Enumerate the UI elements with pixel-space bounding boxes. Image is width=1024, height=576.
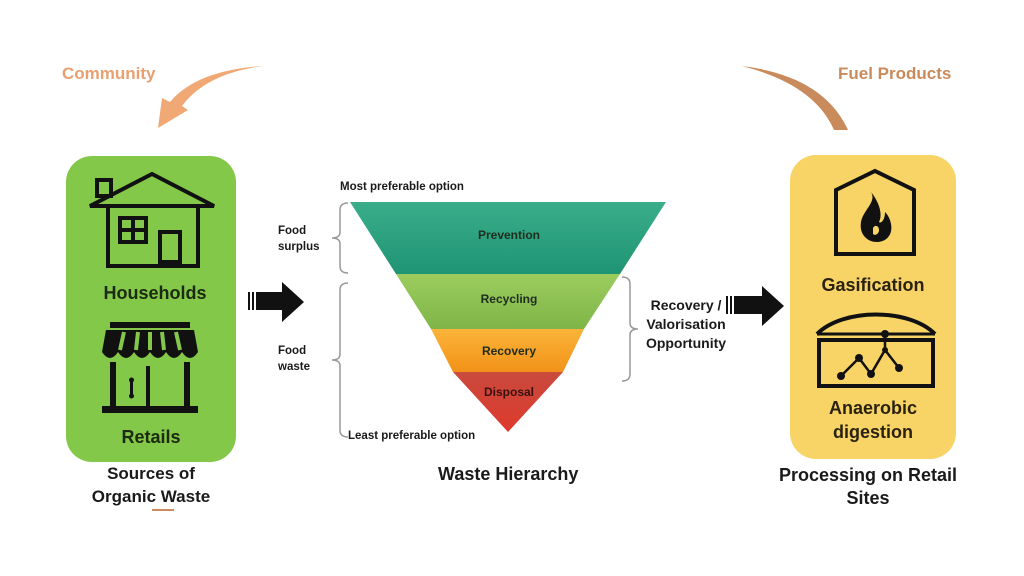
tier-recycling: [396, 274, 620, 329]
households-label: Households: [103, 283, 207, 303]
storefront-icon: [102, 322, 198, 413]
least-preferable-label: Least preferable option: [348, 430, 476, 442]
community-label: Community: [62, 64, 156, 83]
tier-prevention-label: Prevention: [477, 228, 540, 242]
food-surplus-brace-icon: [331, 202, 349, 274]
processing-caption: Processing on Retail Sites: [756, 464, 980, 510]
food-waste-brace-icon: [331, 282, 349, 438]
opportunity-label: Recovery / Valorisation Opportunity: [636, 296, 736, 353]
processing-caption-line2: Sites: [846, 488, 890, 508]
food-surplus-label: Food surplus: [278, 223, 320, 255]
gasification-label: Gasification: [821, 275, 925, 295]
tier-prevention: [350, 202, 666, 274]
most-preferable-label: Most preferable option: [340, 181, 464, 193]
food-surplus-line2: surplus: [278, 241, 320, 253]
opportunity-line1: Recovery /: [650, 297, 722, 313]
community-curved-arrow-icon: [158, 66, 264, 128]
fuel-products-label: Fuel Products: [838, 64, 952, 83]
right-arrow-icon: [248, 282, 304, 322]
waste-hierarchy-pyramid: [350, 202, 666, 432]
digester-icon: [815, 312, 937, 388]
tier-recovery: [431, 329, 584, 372]
tier-recycling-label: Recycling: [480, 292, 538, 306]
house-icon: [89, 171, 215, 268]
waste-hierarchy-title: Waste Hierarchy: [438, 464, 579, 484]
anaerobic-line1: Anaerobic: [828, 398, 918, 418]
flame-house-icon: [834, 168, 916, 256]
opportunity-line2: Valorisation: [646, 316, 726, 332]
sources-caption-line1: Sources of: [107, 464, 195, 483]
food-waste-line2: waste: [278, 361, 310, 373]
food-surplus-line1: Food: [278, 225, 307, 237]
food-waste-label: Food waste: [278, 343, 310, 375]
sources-caption: Sources of Organic Waste: [66, 462, 236, 508]
anaerobic-digestion-label: Anaerobic digestion: [790, 396, 956, 444]
opportunity-line3: Opportunity: [645, 335, 727, 351]
food-waste-line1: Food: [278, 345, 307, 357]
anaerobic-line2: digestion: [833, 422, 913, 442]
underline-mark: [152, 509, 174, 511]
retails-label: Retails: [121, 427, 181, 447]
processing-caption-line1: Processing on Retail: [778, 465, 958, 485]
opportunity-brace-icon: [621, 276, 639, 382]
sources-caption-line2: Organic Waste: [91, 487, 211, 506]
tier-disposal-label: Disposal: [483, 385, 534, 399]
right-arrow-icon: [726, 286, 784, 326]
tier-recovery-label: Recovery: [481, 344, 537, 358]
fuel-products-curved-arrow-icon: [742, 66, 848, 130]
tier-disposal: [453, 372, 563, 432]
